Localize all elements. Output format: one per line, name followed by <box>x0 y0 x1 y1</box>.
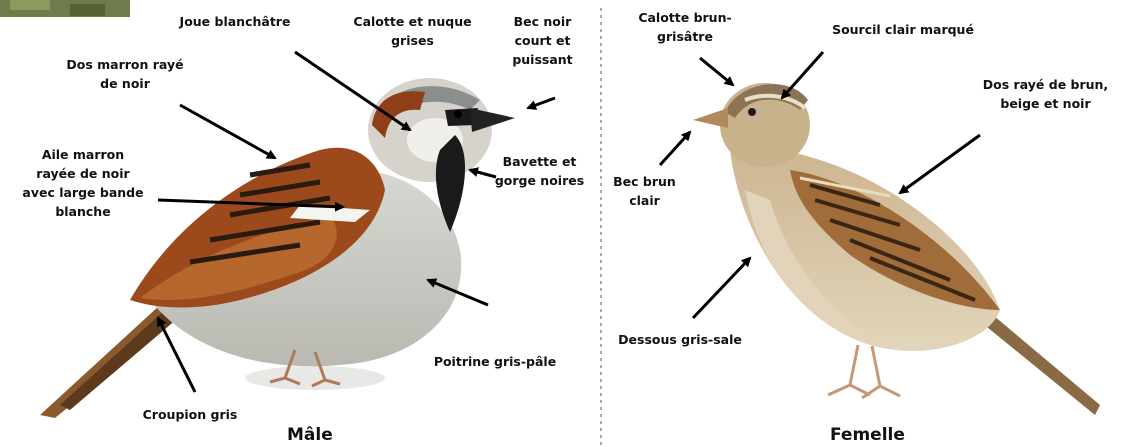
label-bec-brun: Bec brun clair <box>607 172 682 210</box>
title-female: Femelle <box>830 425 905 445</box>
label-bec-noir: Bec noir court et puissant <box>505 12 580 69</box>
label-bavette: Bavette et gorge noires <box>487 152 592 190</box>
label-croupion: Croupion gris <box>130 405 250 424</box>
label-aile: Aile marron rayée de noir avec large ban… <box>8 145 158 221</box>
arrow-dos-femelle <box>900 135 980 193</box>
arrow-dos-male <box>180 105 275 158</box>
arrow-bec-noir <box>528 98 555 108</box>
label-calotte-brun: Calotte brun- grisâtre <box>625 8 745 46</box>
arrow-calotte-brun <box>700 58 733 85</box>
label-joue: Joue blanchâtre <box>170 12 300 31</box>
label-dessous: Dessous gris-sale <box>605 330 755 349</box>
label-dos-male: Dos marron rayé de noir <box>55 55 195 93</box>
arrow-sourcil <box>782 52 823 98</box>
arrow-dessous <box>693 258 750 318</box>
label-dos-femelle: Dos rayé de brun, beige et noir <box>968 75 1123 113</box>
label-calotte-nuque: Calotte et nuque grises <box>345 12 480 50</box>
photo-thumbnail-icon <box>0 0 130 17</box>
title-male: Mâle <box>287 425 333 445</box>
female-sparrow <box>693 83 1100 415</box>
label-sourcil: Sourcil clair marqué <box>818 20 988 39</box>
label-poitrine: Poitrine gris-pâle <box>420 352 570 371</box>
arrow-bec-brun <box>660 132 690 165</box>
